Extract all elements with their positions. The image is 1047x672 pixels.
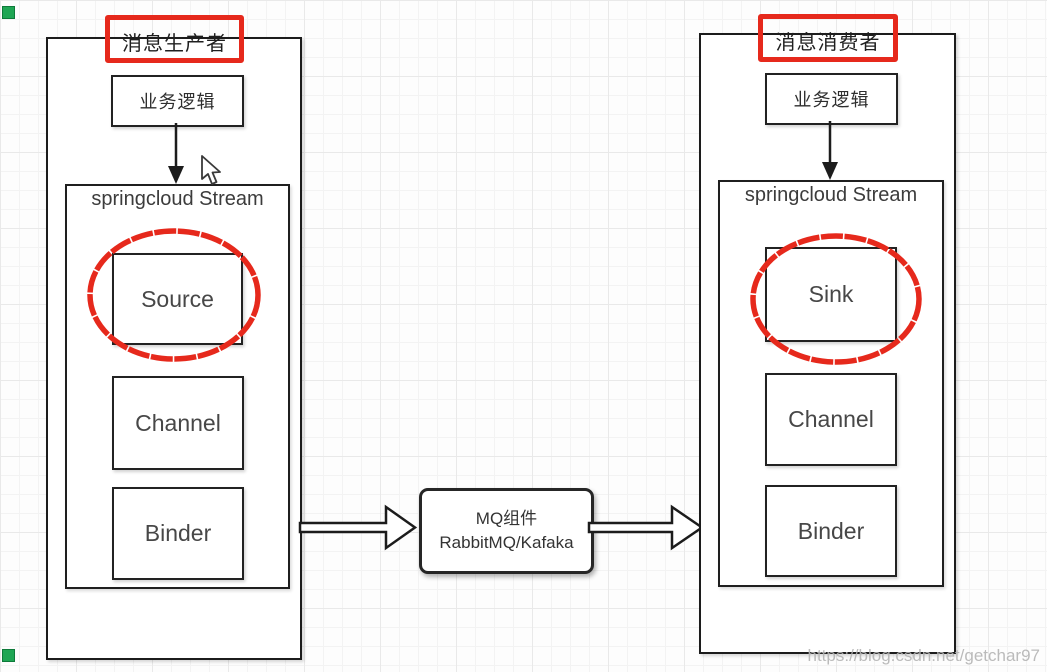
consumer-binder-box: Binder xyxy=(765,485,897,577)
watermark-text: https://blog.csdn.net/getchar97 xyxy=(807,646,1041,665)
consumer-business-logic-label: 业务逻辑 xyxy=(793,90,870,110)
consumer-stream-label: springcloud Stream xyxy=(744,184,918,206)
producer-title-highlight: 消息生产者 xyxy=(105,15,244,63)
producer-business-logic-label: 业务逻辑 xyxy=(139,92,216,112)
producer-channel-label: Channel xyxy=(135,409,221,436)
producer-source-box: Source xyxy=(112,253,243,345)
consumer-sink-red-circle xyxy=(750,233,922,365)
consumer-binder-label: Binder xyxy=(797,517,865,544)
selection-handle-top-left-icon xyxy=(2,6,15,19)
consumer-channel-box: Channel xyxy=(765,373,897,466)
mq-component-line1: MQ组件 xyxy=(475,509,538,529)
producer-to-mq-block-arrow xyxy=(298,504,418,551)
selection-handle-bottom-left-icon xyxy=(2,649,15,662)
producer-source-label: Source xyxy=(141,285,214,312)
mouse-cursor-icon xyxy=(201,155,221,185)
producer-binder-label: Binder xyxy=(144,520,212,546)
producer-stream-label: springcloud Stream xyxy=(91,188,264,210)
mq-component-line2: RabbitMQ/Kafaka xyxy=(439,533,574,552)
producer-source-red-circle xyxy=(87,228,261,362)
consumer-channel-label: Channel xyxy=(788,406,874,432)
producer-binder-box: Binder xyxy=(112,487,244,580)
producer-title: 消息生产者 xyxy=(122,33,227,55)
consumer-sink-label: Sink xyxy=(808,281,854,307)
consumer-title-highlight: 消息消费者 xyxy=(758,14,898,62)
consumer-business-logic-box: 业务逻辑 xyxy=(765,73,898,125)
consumer-down-arrow xyxy=(822,121,838,180)
consumer-title: 消息消费者 xyxy=(775,32,881,54)
mq-to-consumer-block-arrow xyxy=(587,504,705,551)
producer-business-logic-box: 业务逻辑 xyxy=(111,75,244,127)
producer-down-arrow xyxy=(168,123,184,184)
mq-component-box: MQ组件 RabbitMQ/Kafaka xyxy=(419,488,594,574)
consumer-sink-box: Sink xyxy=(765,247,897,342)
producer-channel-box: Channel xyxy=(112,376,244,470)
